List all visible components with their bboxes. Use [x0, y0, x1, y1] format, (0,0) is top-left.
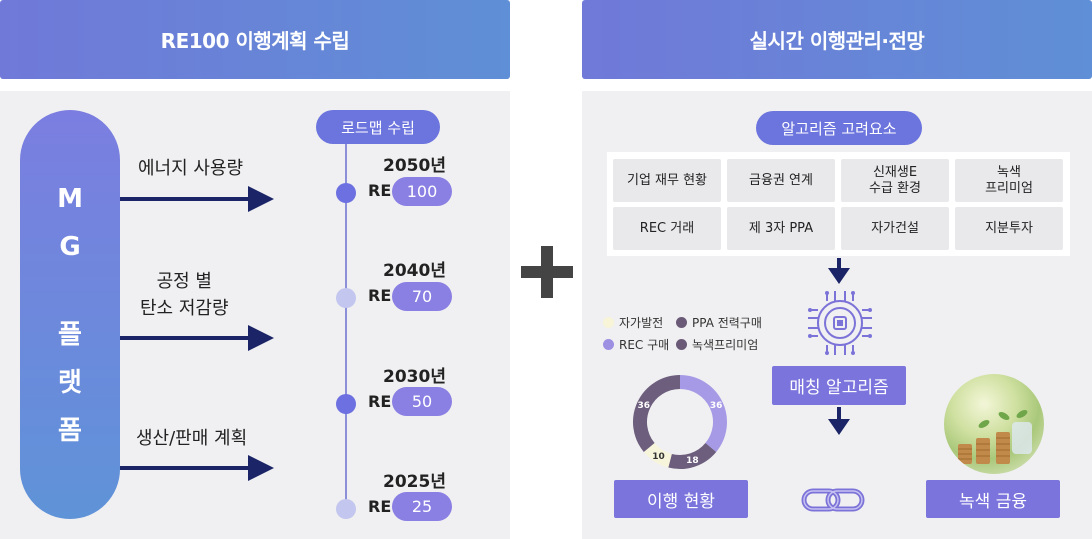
donut-slice-label: 18	[686, 456, 699, 466]
factor-cell: 녹색 프리미엄	[955, 159, 1063, 202]
milestone-year: 2025년	[383, 472, 446, 492]
timeline-dot	[336, 499, 356, 519]
legend-item: REC 구매	[603, 336, 669, 353]
milestone-year: 2040년	[383, 261, 446, 281]
timeline-dot	[336, 288, 356, 308]
arrow-label-carbon: 공정 별 탄소 저감량	[140, 268, 229, 322]
algorithm-factors-title: 알고리즘 고려요소	[756, 111, 922, 145]
legend-item: PPA 전력구매	[676, 314, 762, 331]
donut-slice	[643, 442, 673, 468]
roadmap-timeline	[345, 144, 347, 510]
status-button[interactable]: 이행 현황	[614, 480, 748, 518]
section-title-realtime: 실시간 이행관리·전망	[582, 0, 1092, 79]
factor-line: 기업 재무 현황	[626, 172, 708, 188]
legend-label: 녹색프리미엄	[692, 338, 759, 352]
arrow-label-line: 탄소 저감량	[140, 298, 229, 319]
factor-cell: REC 거래	[613, 207, 721, 250]
arrow-label-production: 생산/판매 계획	[136, 428, 248, 449]
donut-slice-label: 36	[638, 401, 651, 411]
timeline-dot	[336, 394, 356, 414]
legend-item: 자가발전	[603, 314, 663, 331]
legend-swatch	[603, 339, 614, 350]
platform-char: 랫	[58, 367, 82, 398]
legend-label: 자가발전	[619, 316, 664, 330]
factor-line: 금융권 연계	[749, 172, 813, 188]
factor-line: REC 거래	[639, 220, 695, 236]
legend-swatch	[603, 317, 614, 328]
factor-cell: 지분투자	[955, 207, 1063, 250]
arrow-production	[120, 455, 274, 481]
re-value-pill: 100	[392, 177, 452, 206]
donut-slice	[679, 375, 727, 452]
donut-slice-label: 36	[710, 401, 723, 411]
arrow-label-line: 공정 별	[156, 271, 212, 292]
re-value-pill: 25	[392, 492, 452, 521]
legend-swatch	[676, 339, 687, 350]
coins-plant-icon	[958, 410, 1032, 464]
factor-cell: 금융권 연계	[727, 159, 835, 202]
roadmap-title: 로드맵 수립	[316, 110, 440, 144]
factor-line: 제 3자 PPA	[748, 220, 814, 236]
factor-line: 녹색	[997, 164, 1021, 180]
factor-line: 자가건설	[871, 220, 919, 236]
platform-char: M	[57, 183, 83, 214]
platform-char: G	[59, 231, 81, 262]
status-donut-chart: 36 18 10 36	[633, 375, 727, 469]
factor-cell: 기업 재무 현황	[613, 159, 721, 202]
factor-line: 프리미엄	[985, 180, 1033, 196]
mg-platform: M G 플 랫 폼	[20, 110, 120, 519]
factor-cell: 제 3자 PPA	[727, 207, 835, 250]
arrow-down	[828, 258, 850, 284]
legend-label: REC 구매	[619, 338, 670, 352]
platform-char: 폼	[58, 415, 82, 446]
section-title-re100-plan: RE100 이행계획 수립	[0, 0, 510, 79]
matching-algorithm-box: 매칭 알고리즘	[772, 366, 906, 405]
re-value-pill: 50	[392, 387, 452, 416]
re-label: RE	[368, 392, 392, 411]
factor-line: 신재생E	[872, 164, 918, 180]
milestone-year: 2050년	[383, 156, 446, 176]
arrow-carbon	[120, 325, 274, 351]
plus-icon-vertical	[541, 246, 553, 298]
green-finance-image	[944, 374, 1044, 474]
factor-line: 수급 환경	[869, 180, 921, 196]
green-finance-button[interactable]: 녹색 금융	[926, 480, 1060, 518]
platform-char: 플	[58, 319, 82, 350]
arrow-label-energy: 에너지 사용량	[138, 158, 244, 179]
factor-cell: 자가건설	[841, 207, 949, 250]
chain-link-icon	[801, 488, 865, 512]
chip-icon	[808, 291, 872, 355]
milestone-year: 2030년	[383, 367, 446, 387]
donut-slice-label: 10	[652, 452, 665, 462]
factor-line: 지분투자	[985, 220, 1033, 236]
legend-label: PPA 전력구매	[692, 316, 762, 330]
legend-swatch	[676, 317, 687, 328]
re-label: RE	[368, 497, 392, 516]
legend-item: 녹색프리미엄	[676, 336, 758, 353]
arrow-down	[828, 407, 850, 435]
re-label: RE	[368, 286, 392, 305]
re-label: RE	[368, 181, 392, 200]
factor-cell: 신재생E 수급 환경	[841, 159, 949, 202]
arrow-energy	[120, 186, 274, 212]
re-value-pill: 70	[392, 282, 452, 311]
timeline-dot	[336, 183, 356, 203]
donut-slice	[668, 442, 717, 469]
donut-slice	[633, 375, 681, 452]
